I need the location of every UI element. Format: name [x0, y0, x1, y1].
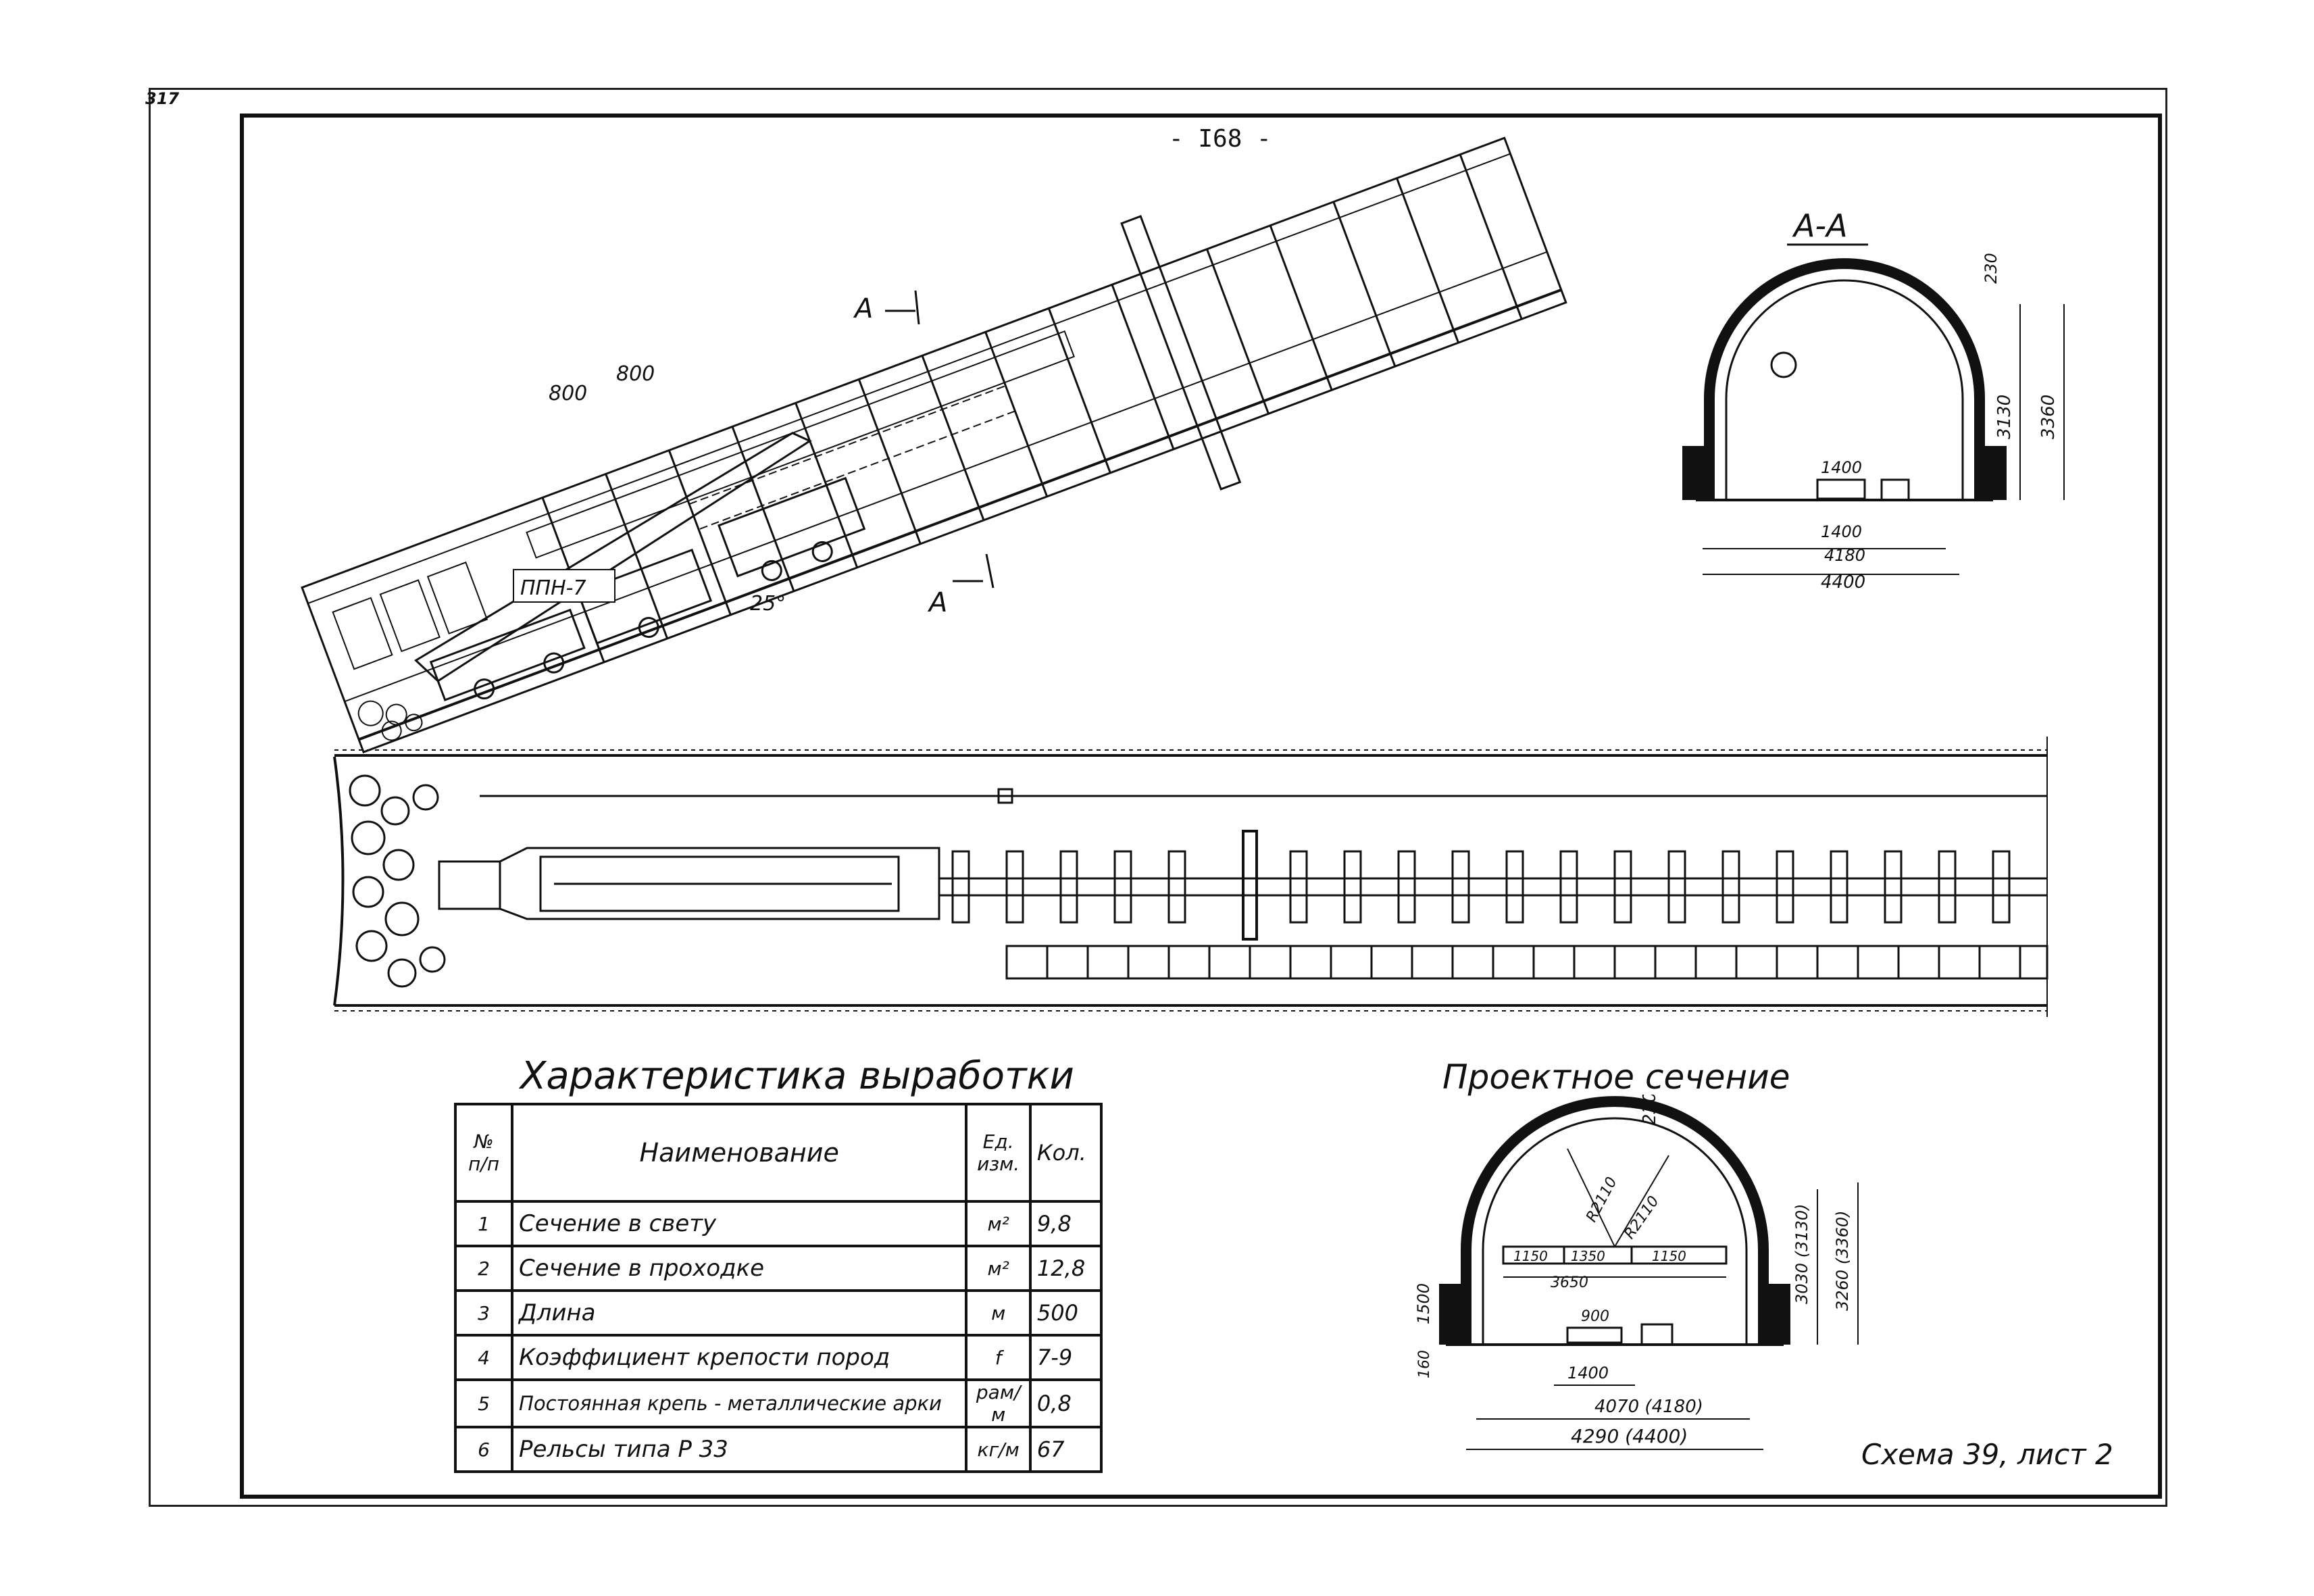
- design-dim-1150a: 1150: [1513, 1248, 1548, 1264]
- header-no: № п/п: [453, 1103, 514, 1203]
- design-dim-230: 230: [1640, 1095, 1660, 1125]
- design-wall-left: [1439, 1284, 1466, 1345]
- table-header: № п/п Наименование Ед. изм. Кол.: [453, 1103, 1103, 1203]
- vent-duct: [526, 330, 1075, 559]
- row-no: 6: [453, 1426, 514, 1473]
- table-row: 4 Коэффициент крепости пород f 7-9: [453, 1334, 1103, 1381]
- design-dim-1350: 1350: [1571, 1248, 1605, 1264]
- aa-dim-1400: 1400: [1821, 522, 1862, 541]
- face-mesh-1: [332, 597, 393, 670]
- drawing-frame: [240, 114, 2162, 1499]
- aa-wall-left: [1682, 446, 1709, 500]
- row-name: Длина: [511, 1289, 968, 1337]
- header-name: Наименование: [511, 1103, 968, 1203]
- dim-800-a: 800: [549, 382, 587, 405]
- table-row: 1 Сечение в свету м² 9,8: [453, 1200, 1103, 1247]
- scheme-label: Схема 39, лист 2: [1861, 1438, 2113, 1471]
- row-qty: 67: [1028, 1426, 1103, 1473]
- design-dim-900: 900: [1581, 1308, 1609, 1325]
- aa-dim-3360: 3360: [2038, 395, 2059, 439]
- row-name: Коэффициент крепости пород: [511, 1334, 968, 1381]
- design-dim-h1: 3030 (3130): [1792, 1203, 1811, 1304]
- table-row: 6 Рельсы типа Р 33 кг/м 67: [453, 1426, 1103, 1473]
- row-name: Сечение в проходке: [511, 1245, 968, 1292]
- design-dim-1500: 1500: [1414, 1283, 1433, 1324]
- table-row: 5 Постоянная крепь - металлические арки …: [453, 1378, 1103, 1428]
- table-row: 2 Сечение в проходке м² 12,8: [453, 1245, 1103, 1292]
- design-dim-160: 160: [1416, 1350, 1433, 1378]
- row-unit: м²: [965, 1245, 1032, 1292]
- vertical-pipe: [1120, 215, 1242, 491]
- plan-loader: [438, 847, 940, 920]
- section-mark-bottom: А: [927, 587, 947, 618]
- rubble: [357, 700, 423, 741]
- outer-frame: [149, 88, 2167, 1507]
- machine-label: ППН-7: [520, 576, 586, 600]
- row-qty: 12,8: [1028, 1245, 1103, 1292]
- design-dim-r1: R2110: [1583, 1174, 1621, 1225]
- row-name: Сечение в свету: [511, 1200, 968, 1247]
- row-no: 1: [453, 1200, 514, 1247]
- aa-dim-230: 230: [1982, 253, 2001, 284]
- row-unit: f: [965, 1334, 1032, 1381]
- aa-dim-4400: 4400: [1821, 572, 1865, 593]
- header-unit: Ед. изм.: [965, 1103, 1032, 1203]
- row-qty: 500: [1028, 1289, 1103, 1337]
- sheet-number: 317: [145, 89, 180, 108]
- loader-machine: [413, 432, 866, 701]
- design-dim-1400: 1400: [1567, 1364, 1609, 1382]
- lagging-boards: [1005, 945, 2048, 980]
- row-qty: 7-9: [1028, 1334, 1103, 1381]
- design-dim-4070: 4070 (4180): [1594, 1397, 1703, 1417]
- row-unit: рам/м: [965, 1378, 1032, 1428]
- plan-rubble: [349, 774, 446, 988]
- section-aa-title: А-А: [1792, 207, 1848, 244]
- design-dim-1150b: 1150: [1652, 1248, 1686, 1264]
- design-wall-right: [1763, 1284, 1790, 1345]
- aa-dim-3130: 3130: [1994, 395, 2015, 439]
- aa-dim-900: 1400: [1821, 458, 1862, 477]
- aa-wall-right: [1980, 446, 2007, 500]
- design-section: 230 R2110 R2110 3030 (3130) 3260 (3360) …: [1414, 1095, 1859, 1450]
- row-qty: 0,8: [1028, 1378, 1103, 1428]
- section-mark-top: А: [853, 293, 873, 324]
- aa-arch-lining: [1704, 258, 1985, 500]
- row-no: 2: [453, 1245, 514, 1292]
- design-section-title: Проектное сечение: [1442, 1057, 1790, 1097]
- row-name: Рельсы типа Р 33: [511, 1426, 968, 1473]
- row-name: Постоянная крепь - металлические арки: [511, 1378, 968, 1428]
- row-unit: кг/м: [965, 1426, 1032, 1473]
- page-number: - I68 -: [1169, 125, 1272, 153]
- row-no: 4: [453, 1334, 514, 1381]
- row-no: 5: [453, 1378, 514, 1428]
- section-aa: А-А 1400 1400 4180 4400 230 3130 3360: [1682, 207, 2065, 593]
- header-qty: Кол.: [1028, 1103, 1103, 1203]
- row-no: 3: [453, 1289, 514, 1337]
- characteristics-title: Характеристика выработки: [520, 1054, 1074, 1098]
- row-unit: м: [965, 1289, 1032, 1337]
- machine-tag: [513, 569, 615, 603]
- sleepers: [951, 850, 2011, 924]
- tunnel-outline: [301, 136, 1567, 754]
- angle-label: 25°: [750, 592, 786, 616]
- table-row: 3 Длина м 500: [453, 1289, 1103, 1337]
- design-dim-4290: 4290 (4400): [1571, 1425, 1688, 1447]
- row-unit: м²: [965, 1200, 1032, 1247]
- dim-800-b: 800: [616, 362, 655, 386]
- characteristics-table: № п/п Наименование Ед. изм. Кол. 1 Сечен…: [453, 1103, 1103, 1473]
- design-dim-h2: 3260 (3360): [1833, 1210, 1852, 1311]
- design-arch-lining: [1461, 1096, 1769, 1345]
- row-qty: 9,8: [1028, 1200, 1103, 1247]
